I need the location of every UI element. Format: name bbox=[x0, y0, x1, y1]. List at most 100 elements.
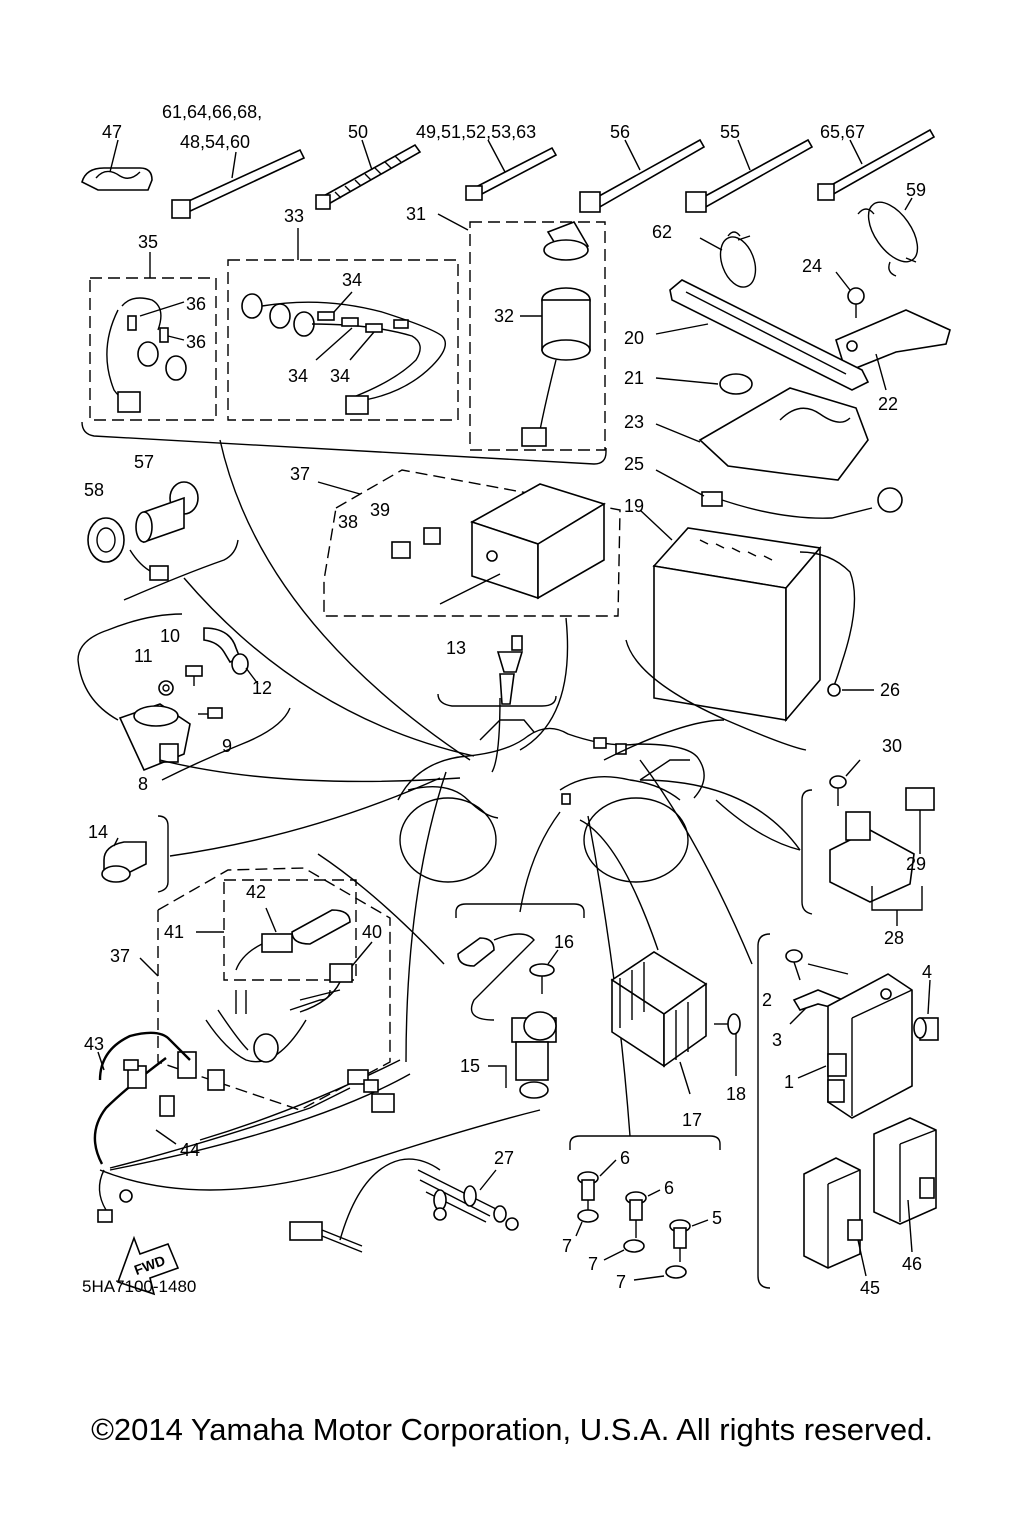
relay-45[interactable] bbox=[803, 1157, 867, 1277]
callout-47: 47 bbox=[102, 122, 122, 142]
callout-36b: 36 bbox=[186, 332, 206, 352]
starter-relay-28[interactable] bbox=[829, 811, 915, 903]
callout-30: 30 bbox=[882, 736, 902, 756]
spark-plug-13[interactable] bbox=[496, 635, 524, 705]
callout-26: 26 bbox=[880, 680, 900, 700]
callout-14: 14 bbox=[88, 822, 108, 842]
hose-12[interactable] bbox=[203, 627, 259, 685]
fuse-box-37[interactable] bbox=[439, 483, 606, 605]
callout-12: 12 bbox=[252, 678, 272, 698]
battery-19[interactable] bbox=[639, 509, 822, 723]
callout-29: 29 bbox=[906, 854, 926, 874]
callout-1: 1 bbox=[784, 1072, 794, 1092]
bolt-18[interactable] bbox=[714, 1013, 741, 1076]
cable-tie-56[interactable] bbox=[579, 138, 706, 213]
bolt-30[interactable] bbox=[829, 759, 861, 806]
callout-20: 20 bbox=[624, 328, 644, 348]
bracket-22[interactable] bbox=[835, 309, 951, 391]
bolt-5[interactable] bbox=[665, 1219, 709, 1279]
callout-6a: 6 bbox=[620, 1148, 630, 1168]
callout-15: 15 bbox=[460, 1056, 480, 1076]
cdi-unit-1[interactable] bbox=[797, 973, 913, 1119]
callout-16: 16 bbox=[554, 932, 574, 952]
wire-harness-44[interactable] bbox=[93, 1031, 411, 1223]
relay-46[interactable] bbox=[873, 1117, 937, 1253]
sensor-57[interactable] bbox=[129, 481, 199, 581]
callout-8: 8 bbox=[138, 774, 148, 794]
callout-58: 58 bbox=[84, 480, 104, 500]
band-20[interactable] bbox=[655, 279, 870, 391]
callout-59: 59 bbox=[906, 180, 926, 200]
callout-62: 62 bbox=[652, 222, 672, 242]
lead-wire-35[interactable] bbox=[106, 297, 187, 413]
coupler-42[interactable] bbox=[235, 907, 351, 971]
callout-45: 45 bbox=[860, 1278, 880, 1298]
relay-40[interactable] bbox=[299, 941, 373, 1013]
connector-4[interactable] bbox=[913, 979, 939, 1041]
socket-58[interactable] bbox=[87, 517, 125, 563]
screw-24[interactable] bbox=[835, 271, 865, 318]
cable-tie-49[interactable] bbox=[465, 139, 558, 201]
fuse-39[interactable] bbox=[423, 527, 441, 545]
sub-harness-41[interactable] bbox=[177, 989, 341, 1091]
bolt-6a[interactable] bbox=[577, 1159, 617, 1223]
screw-2[interactable] bbox=[785, 949, 849, 981]
callout-25: 25 bbox=[624, 454, 644, 474]
ring-59[interactable] bbox=[857, 194, 927, 277]
ring-62[interactable] bbox=[699, 231, 762, 292]
cable-tie-50[interactable] bbox=[315, 139, 422, 210]
callout-37a: 37 bbox=[290, 464, 310, 484]
cable-tie-65[interactable] bbox=[817, 128, 936, 201]
callout-46: 46 bbox=[902, 1254, 922, 1274]
main-switch-32[interactable] bbox=[521, 221, 591, 447]
callout-35: 35 bbox=[138, 232, 158, 252]
callout-43: 43 bbox=[84, 1034, 104, 1054]
lead-27[interactable] bbox=[289, 1158, 519, 1253]
copyright-notice: ©2014 Yamaha Motor Corporation, U.S.A. A… bbox=[91, 1412, 933, 1447]
callout-24: 24 bbox=[802, 256, 822, 276]
callout-7c: 7 bbox=[616, 1272, 626, 1292]
callout-22: 22 bbox=[878, 394, 898, 414]
callout-19: 19 bbox=[624, 496, 644, 516]
callout-57: 57 bbox=[134, 452, 154, 472]
lead-wire-33[interactable] bbox=[241, 293, 446, 415]
bolt-6b[interactable] bbox=[623, 1189, 661, 1253]
group-box-37-upper bbox=[323, 469, 621, 617]
battery-lead-26[interactable] bbox=[799, 551, 874, 697]
bolt-16[interactable] bbox=[529, 949, 559, 994]
battery-box-cover-23[interactable] bbox=[655, 387, 869, 481]
callout-65: 65,67 bbox=[820, 122, 865, 142]
callout-55: 55 bbox=[720, 122, 740, 142]
oil-switch-14[interactable] bbox=[101, 837, 147, 883]
rectifier-regulator-17[interactable] bbox=[610, 951, 708, 1095]
callout-48: 48,54,60 bbox=[180, 132, 250, 152]
callout-38: 38 bbox=[338, 512, 358, 532]
callout-18: 18 bbox=[726, 1084, 746, 1104]
washer-11[interactable] bbox=[158, 680, 174, 696]
callout-28: 28 bbox=[884, 928, 904, 948]
fwd-arrow-icon: FWD bbox=[116, 1235, 180, 1296]
diagram-id: 5HA7100-1480 bbox=[82, 1277, 196, 1296]
ignition-coil-8[interactable] bbox=[118, 703, 191, 772]
bolt-9[interactable] bbox=[198, 707, 223, 719]
callout-9: 9 bbox=[222, 736, 232, 756]
callout-5: 5 bbox=[712, 1208, 722, 1228]
callout-56: 56 bbox=[610, 122, 630, 142]
callout-34a: 34 bbox=[342, 270, 362, 290]
battery-cable-25[interactable] bbox=[655, 469, 903, 519]
group-box-35 bbox=[89, 277, 217, 421]
callout-37b: 37 bbox=[110, 946, 130, 966]
group-box-33 bbox=[227, 259, 459, 421]
callout-61: 61,64,66,68, bbox=[162, 102, 262, 122]
fuse-38[interactable] bbox=[391, 541, 411, 559]
callout-42: 42 bbox=[246, 882, 266, 902]
cable-tie-61[interactable] bbox=[171, 148, 306, 219]
clamp-47[interactable] bbox=[81, 139, 153, 191]
bolt-10[interactable] bbox=[185, 665, 203, 686]
callout-44: 44 bbox=[180, 1140, 200, 1160]
callout-50: 50 bbox=[348, 122, 368, 142]
cable-tie-55[interactable] bbox=[685, 138, 814, 213]
damper-21[interactable] bbox=[655, 373, 753, 395]
fuse-29[interactable] bbox=[905, 787, 935, 854]
sensor-15[interactable] bbox=[457, 933, 557, 1099]
